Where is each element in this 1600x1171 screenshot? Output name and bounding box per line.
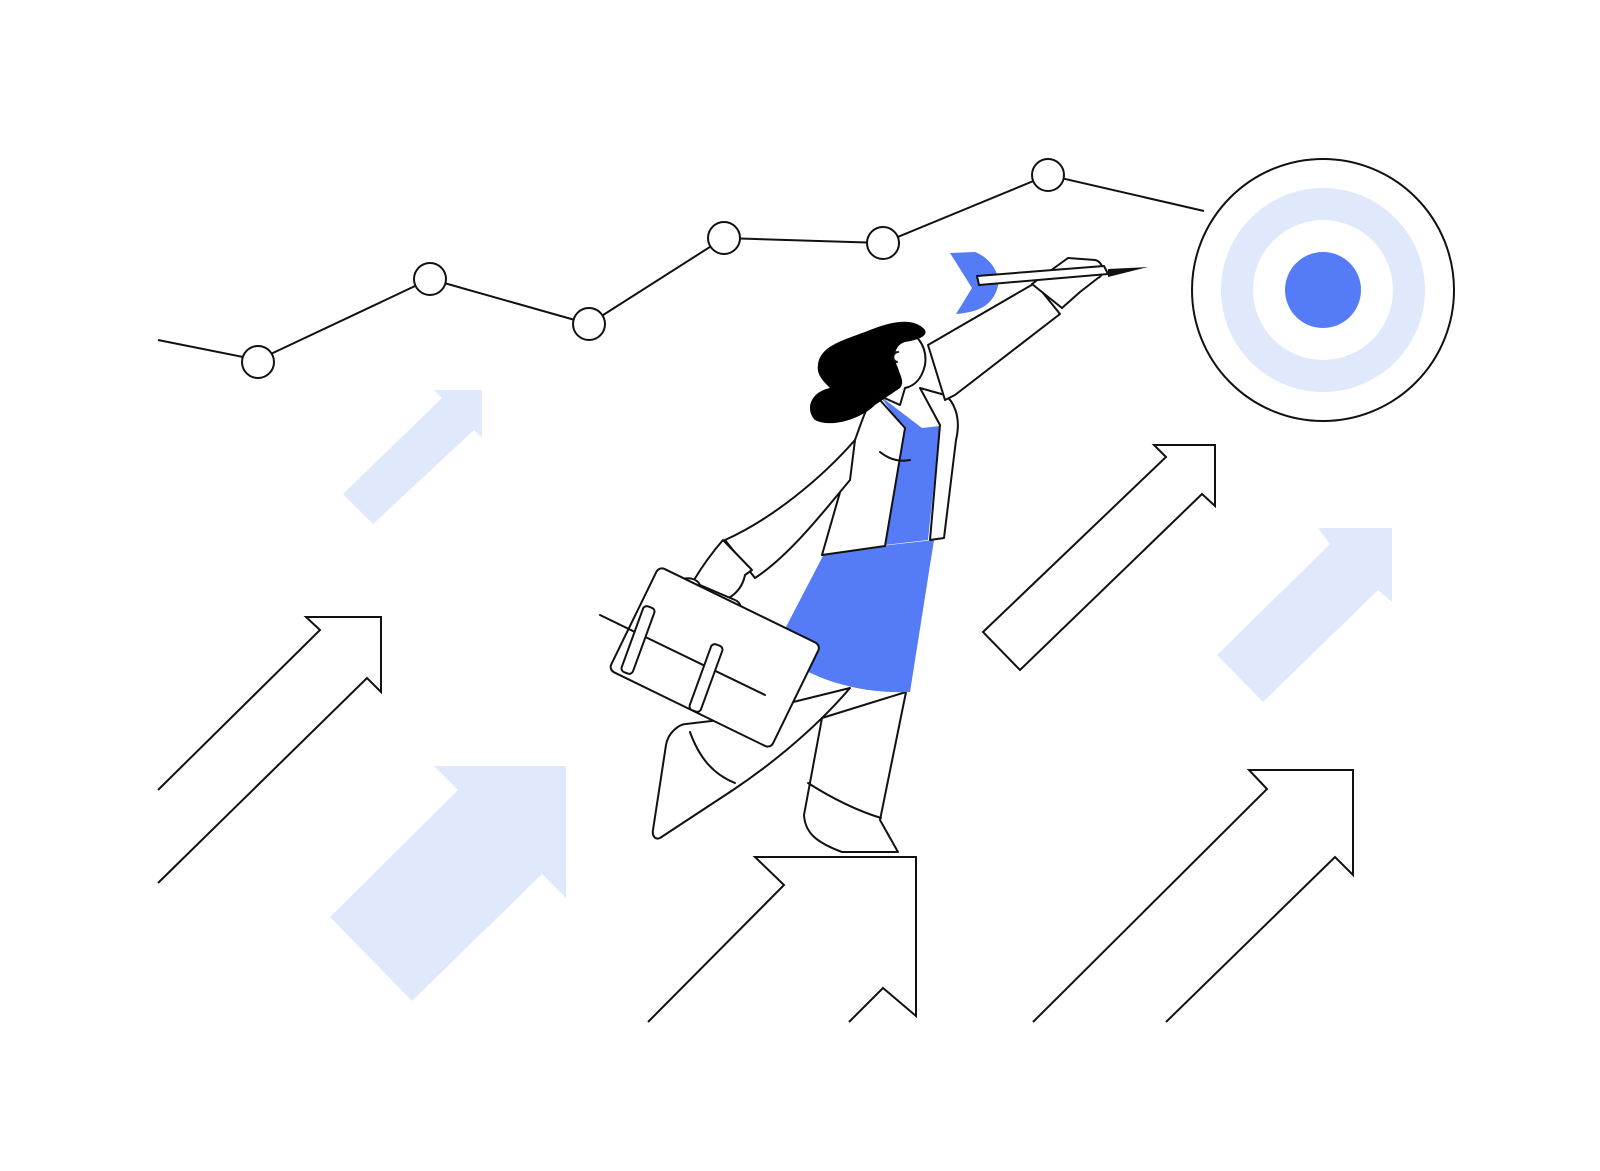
ear	[892, 351, 899, 363]
light-arrows	[330, 390, 1392, 1001]
outline-arrow-icon-4	[1032, 769, 1354, 1023]
blouse	[880, 396, 940, 545]
outline-arrow-icon-1	[157, 616, 382, 884]
outline-arrow-icon-3	[647, 856, 917, 1023]
dart-icon	[950, 252, 1148, 314]
front-leg	[803, 691, 907, 853]
trend-node	[572, 307, 606, 341]
trend-node	[241, 345, 275, 379]
light-arrow-icon-3	[1217, 528, 1392, 702]
outline-arrows	[157, 444, 1354, 1023]
trend-line-icon	[157, 158, 1205, 379]
trend-node	[707, 221, 741, 255]
trend-node	[413, 262, 447, 296]
trend-node	[1031, 158, 1065, 192]
chest-line	[879, 451, 911, 462]
target-bullseye	[1285, 252, 1361, 328]
raised-arm	[927, 282, 1061, 401]
trend-node	[866, 226, 900, 260]
hair-icon	[810, 321, 926, 424]
back-leg	[651, 687, 851, 840]
target-icon	[1191, 158, 1455, 422]
businesswoman-figure	[599, 252, 1148, 853]
light-arrow-icon-1	[343, 390, 482, 524]
light-arrow-icon-2	[330, 766, 566, 1001]
briefcase-icon	[599, 567, 820, 748]
outline-arrow-icon-2	[981, 444, 1216, 672]
